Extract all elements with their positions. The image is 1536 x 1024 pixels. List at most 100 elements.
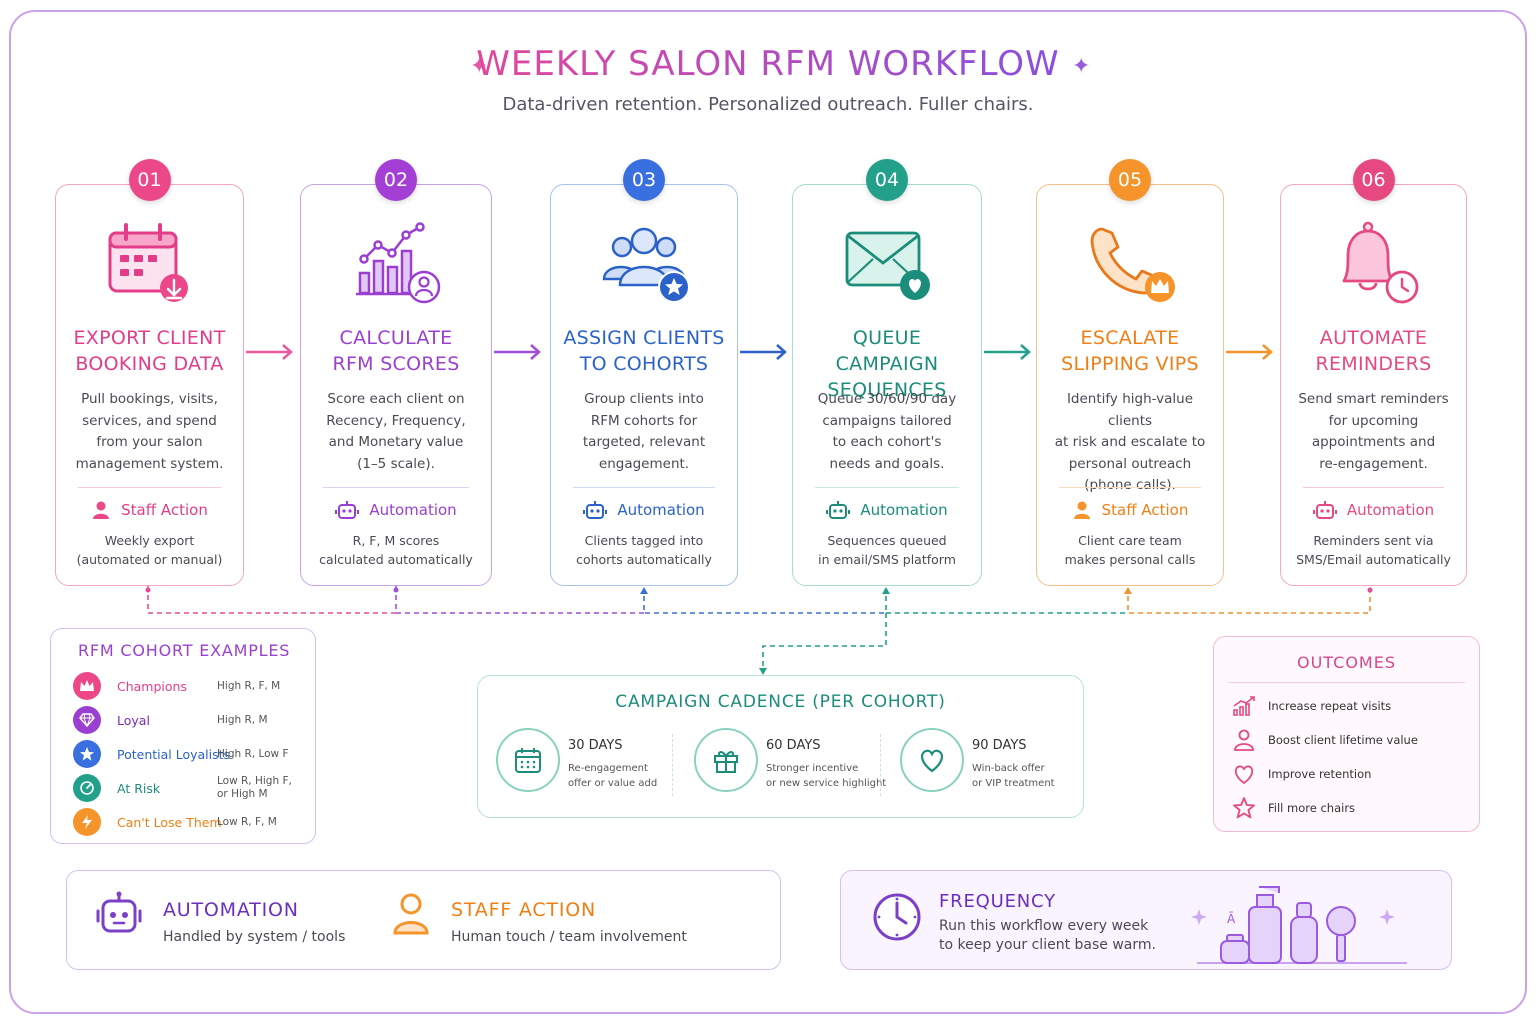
legend-staff-title: STAFF ACTION [451,899,596,921]
legend-staff-desc: Human touch / team involvement [451,929,687,945]
cohort-item: Can't Lose Them Low R, F, M [73,807,313,837]
step-number-badge: 01 [128,159,171,201]
flow-arrow [494,344,541,360]
outcomes-panel: OUTCOMES Increase repeat visits Boost cl… [1213,636,1480,832]
bell-clock-icon [1342,221,1418,304]
divider [1228,682,1465,683]
step-action: Automation [1281,500,1466,520]
gauge-icon [73,774,101,802]
person-icon [1234,729,1254,751]
envelope-heart-icon [845,231,930,300]
cohort-item: At Risk Low R, High F,or High M [73,773,313,803]
flow-arrow [984,344,1031,360]
step-action: Automation [793,500,981,520]
step-number-badge: 06 [1352,159,1395,201]
cohort-item: Potential Loyalists High R, Low F [73,739,313,769]
heart-icon [900,728,964,792]
flow-arrow [1226,344,1273,360]
flow-arrow [246,344,293,360]
step-number-badge: 03 [623,159,665,201]
panel-title: OUTCOMES [1297,653,1396,672]
frequency-title: FREQUENCY [939,891,1056,912]
crown-icon [73,672,101,700]
outcome-item: Fill more chairs [1232,795,1355,821]
cohort-item: Champions High R, F, M [73,671,313,701]
phone-crown-icon [1090,227,1175,302]
outcome-item: Boost client lifetime value [1232,727,1418,753]
cohort-examples-panel: RFM COHORT EXAMPLES Champions High R, F,… [50,628,316,844]
outcome-item: Improve retention [1232,761,1371,787]
chart-user-icon [356,222,441,304]
calendar-icon [496,728,560,792]
header: WEEKLY SALON RFM WORKFLOW [0,44,1536,84]
step-description: Pull bookings, visits,services, and spen… [75,391,224,472]
panel-title: RFM COHORT EXAMPLES [78,641,291,660]
step-number-badge: 04 [866,159,908,201]
divider [323,487,469,488]
step-number-badge: 05 [1109,159,1151,201]
person-icon [1073,501,1090,519]
star-icon [73,740,101,768]
step-action: Staff Action [1037,500,1223,520]
robot-icon [335,501,360,519]
star-icon [1233,797,1255,819]
lightning-icon [73,808,101,836]
robot-icon [96,891,142,933]
person-icon [93,501,110,519]
step-action: Automation [301,500,491,520]
step-action-label: Automation [1346,501,1435,519]
legend-automation-title: AUTOMATION [163,899,299,921]
step-action-description: Weekly export(automated or manual) [76,533,223,567]
step-action-label: Staff Action [121,501,208,519]
panel-title: CAMPAIGN CADENCE (PER COHORT) [615,692,946,712]
step-action-label: Automation [860,501,948,519]
heart-icon [1234,765,1254,785]
page-title: WEEKLY SALON RFM WORKFLOW [476,44,1060,84]
divider [1303,487,1444,488]
robot-icon [1312,501,1337,519]
outcome-item: Increase repeat visits [1232,693,1391,719]
divider [78,487,221,488]
diamond-icon [73,706,101,734]
step-action-label: Staff Action [1101,501,1189,519]
divider [1059,487,1201,488]
clock-icon [873,893,921,941]
person-icon [393,893,429,935]
flow-arrow [740,344,787,360]
divider [880,734,881,796]
legend-panel: AUTOMATION Handled by system / tools STA… [66,870,781,970]
step-action: Staff Action [56,500,243,520]
growth-chart-icon [1233,696,1255,716]
step-action: Automation [551,500,737,520]
divider [672,734,673,796]
salon-products-illustration: Ā [1191,886,1407,964]
gift-icon [694,728,758,792]
group-star-icon [602,227,690,303]
step-action-label: Automation [369,501,457,519]
divider [815,487,959,488]
calendar-download-icon [108,223,188,302]
sparkle-icon: ✦ [470,54,488,79]
